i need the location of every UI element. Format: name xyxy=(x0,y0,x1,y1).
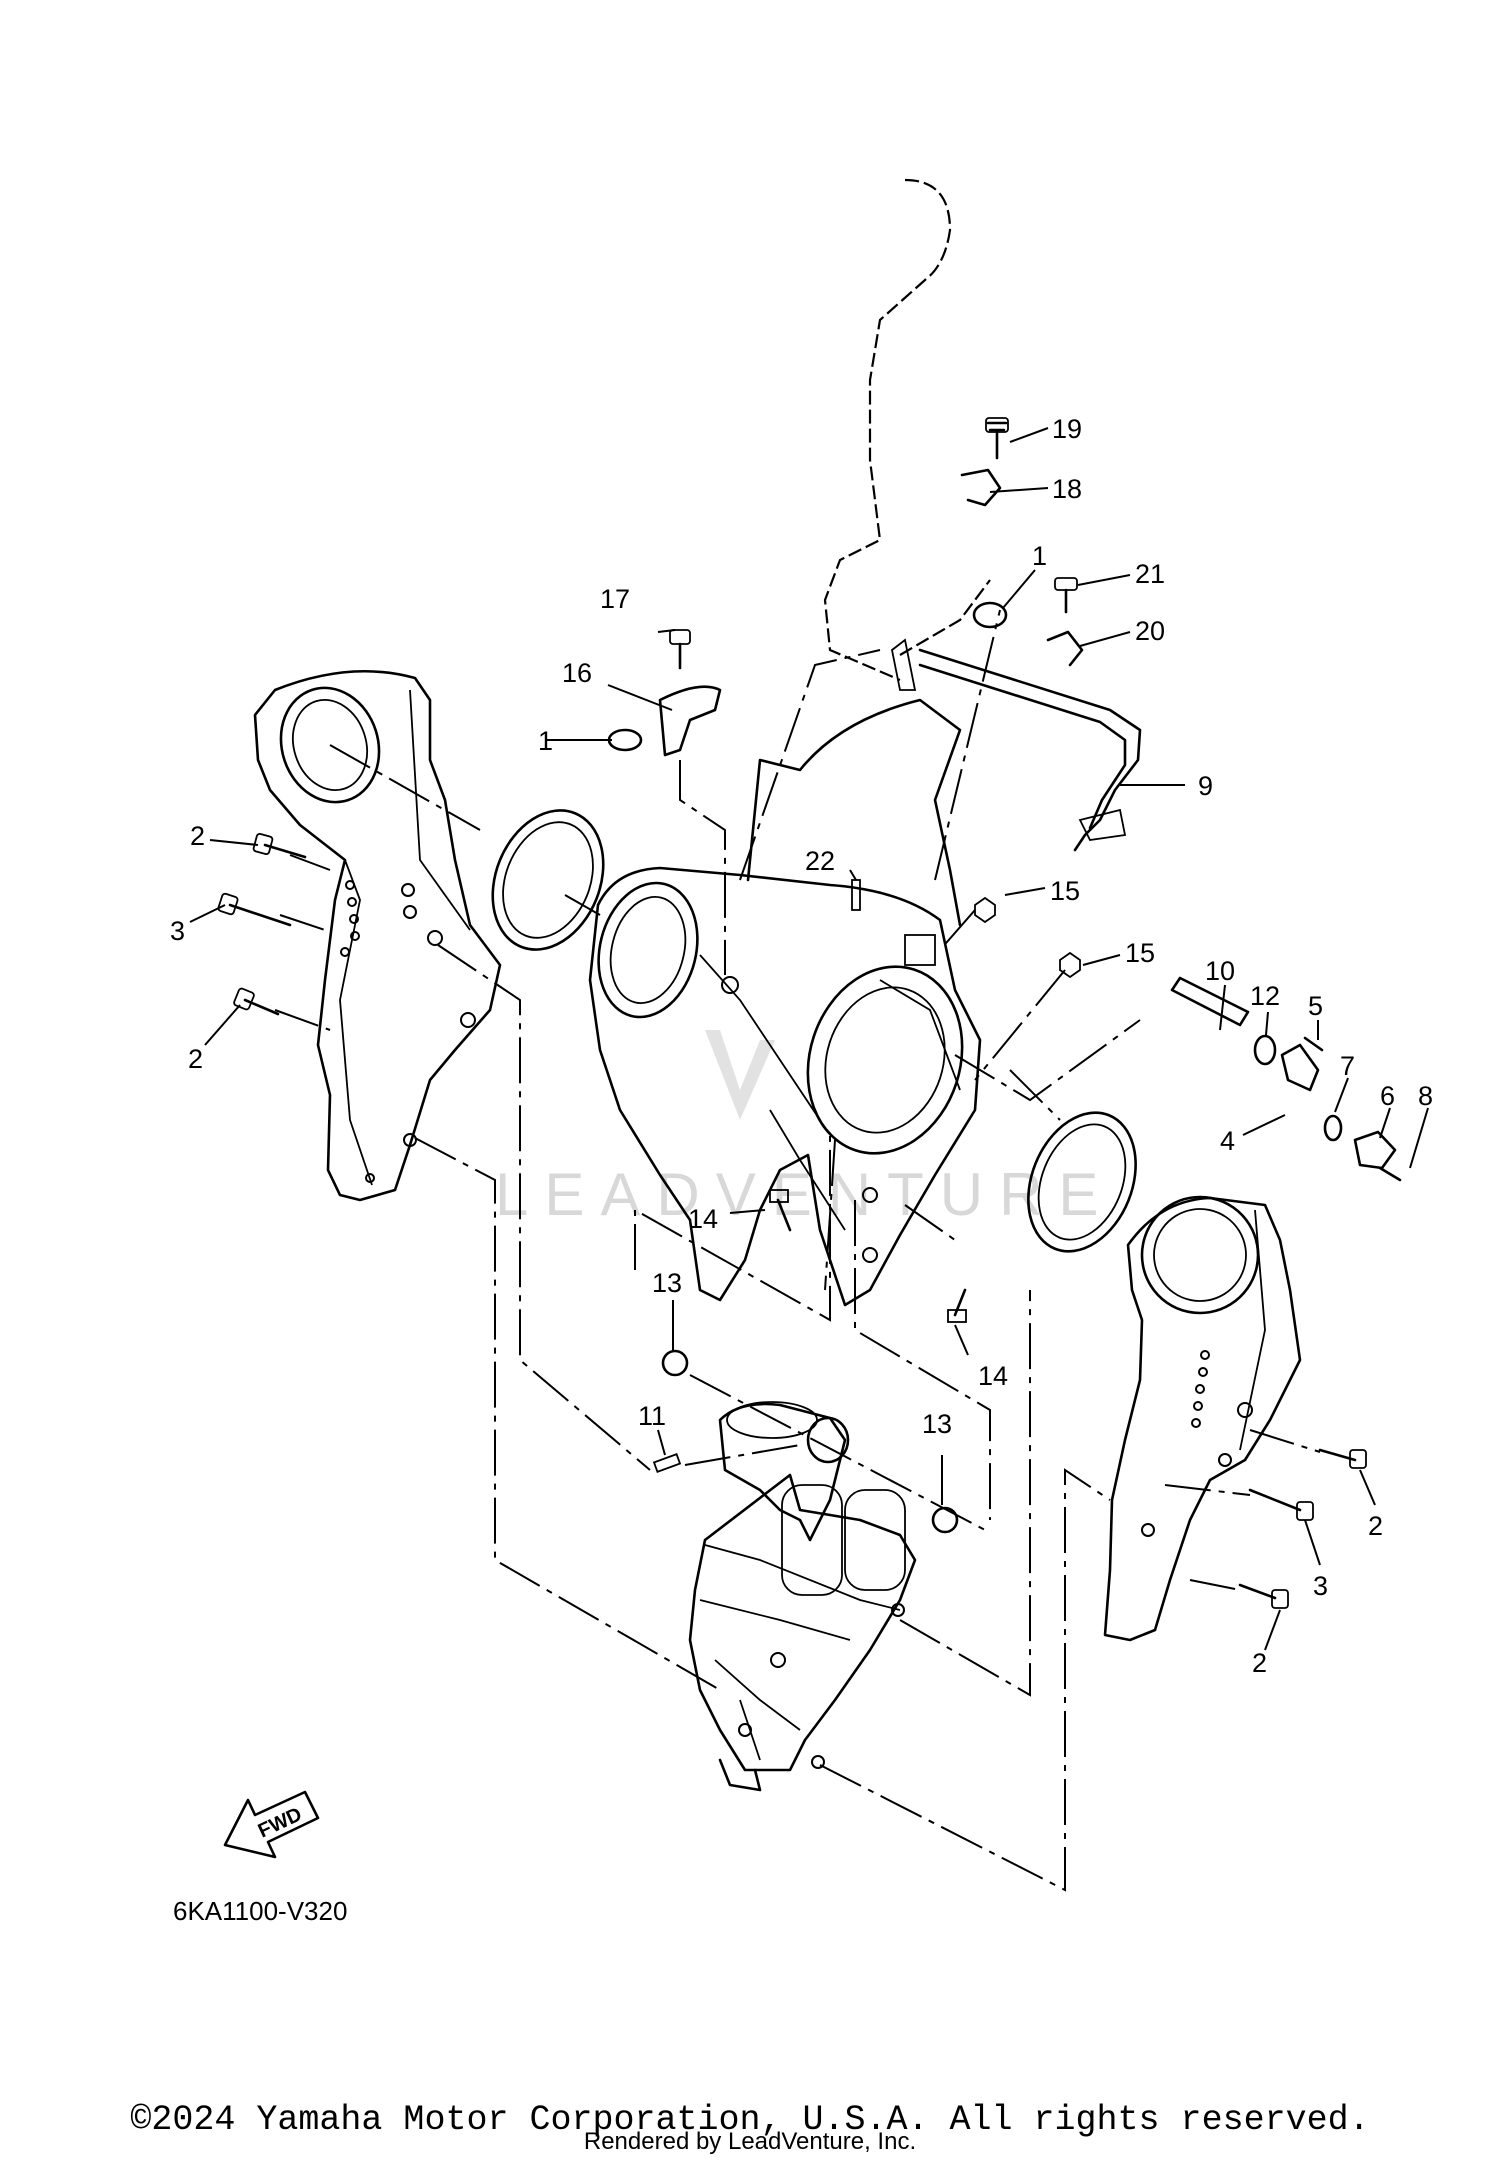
assembly-lines xyxy=(274,609,1321,1892)
power-trim-tilt-unit xyxy=(688,1401,917,1792)
callout-2-left-upper: 2 xyxy=(190,821,205,851)
callout-15-lower: 15 xyxy=(1125,938,1155,968)
callout-10: 10 xyxy=(1205,956,1235,986)
swivel-bracket xyxy=(588,698,982,1307)
callout-13-left: 13 xyxy=(652,1268,682,1298)
callout-2-left-lower: 2 xyxy=(188,1044,203,1074)
callout-labels: 19 18 1 21 20 17 16 1 9 2 3 2 22 15 15 1… xyxy=(170,414,1433,1678)
callout-6: 6 xyxy=(1380,1081,1395,1111)
watermark-text: LEADVENTURE xyxy=(495,1161,1114,1228)
callout-1-left: 1 xyxy=(538,726,553,756)
callout-14-left: 14 xyxy=(688,1204,718,1234)
callout-13-right: 13 xyxy=(922,1409,952,1439)
callout-20: 20 xyxy=(1135,616,1165,646)
callout-22: 22 xyxy=(805,846,835,876)
callout-3-left: 3 xyxy=(170,916,185,946)
callout-2-right-upper: 2 xyxy=(1368,1511,1383,1541)
callout-16: 16 xyxy=(562,658,592,688)
rendered-by-notice: Rendered by LeadVenture, Inc. xyxy=(583,2128,917,2155)
callout-11: 11 xyxy=(638,1401,666,1431)
watermark: LEADVENTURE xyxy=(495,1030,1114,1228)
callout-12: 12 xyxy=(1250,981,1280,1011)
callout-8: 8 xyxy=(1418,1081,1433,1111)
callout-3-right: 3 xyxy=(1313,1571,1328,1601)
callout-7: 7 xyxy=(1340,1051,1355,1081)
callout-14-right: 14 xyxy=(978,1361,1008,1391)
callout-9: 9 xyxy=(1198,771,1213,801)
callout-15-upper: 15 xyxy=(1050,876,1080,906)
lead-wire xyxy=(823,178,1142,852)
right-clamp-bracket xyxy=(1103,1195,1302,1642)
right-bushing-ring xyxy=(1027,1111,1137,1253)
callout-4: 4 xyxy=(1220,1126,1235,1156)
left-clamp-bracket xyxy=(253,669,502,1202)
callout-17: 17 xyxy=(600,584,630,614)
left-bushing-ring xyxy=(491,809,605,951)
diagram-code: 6KA1100-V320 xyxy=(173,1896,347,1926)
callout-19: 19 xyxy=(1052,414,1082,444)
callout-18: 18 xyxy=(1052,474,1082,504)
callout-5: 5 xyxy=(1308,991,1323,1021)
callout-1-upper: 1 xyxy=(1032,541,1047,571)
fwd-arrow: FWD xyxy=(223,1790,320,1859)
leader-lines xyxy=(189,427,1429,1651)
callout-21: 21 xyxy=(1135,559,1165,589)
callout-2-right-lower: 2 xyxy=(1252,1648,1267,1678)
hardware xyxy=(217,417,1402,1609)
copyright-notice: ©2024 Yamaha Motor Corporation, U.S.A. A… xyxy=(130,2100,1370,2140)
